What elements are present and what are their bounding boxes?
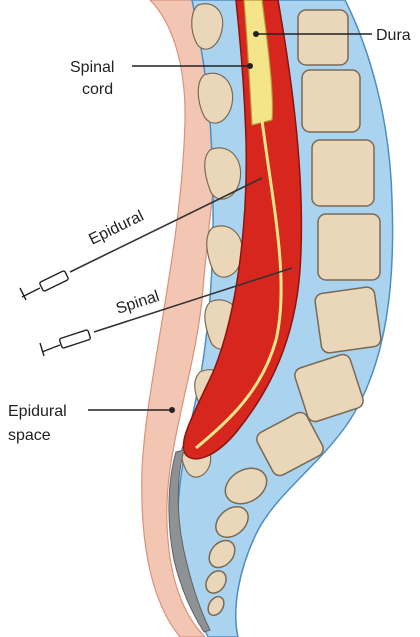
epidural-syringe-icon: [20, 270, 69, 300]
spinal-needle-label: Spinal: [114, 288, 162, 318]
epidural-space-label-line1: Epidural: [8, 403, 67, 420]
spinal-cord-leader-dot: [247, 63, 253, 69]
spinal-cord-label-line1: Spinal: [70, 59, 114, 76]
dura-label: Dura: [376, 27, 411, 44]
spinal-syringe-icon: [40, 330, 91, 356]
epidural-space-label-line2: space: [8, 427, 51, 444]
spinal-cord-label-line2: cord: [82, 81, 113, 98]
epidural-space-leader-dot: [169, 407, 175, 413]
epidural-needle-label: Epidural: [86, 208, 146, 249]
dura-leader-dot: [253, 31, 259, 37]
